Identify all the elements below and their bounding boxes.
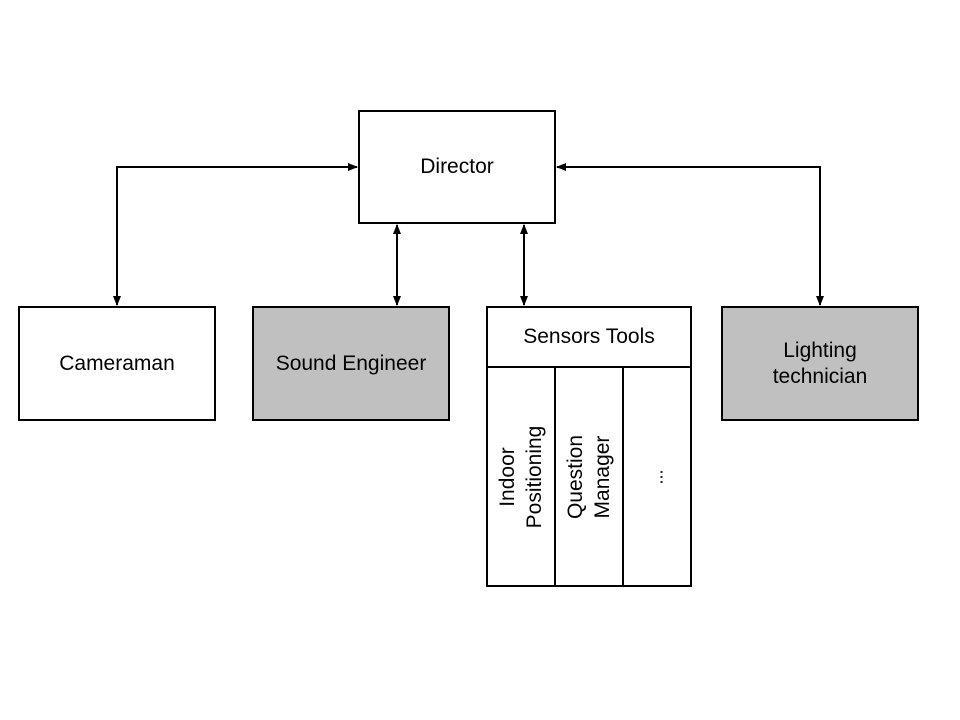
sensors-tools-header: Sensors Tools <box>486 306 692 368</box>
arrow-director-lighting-technician <box>556 163 824 306</box>
sound-engineer-box: Sound Engineer <box>252 306 450 421</box>
cameraman-label: Cameraman <box>59 351 175 375</box>
sound-engineer-label: Sound Engineer <box>275 351 427 375</box>
question-manager-line1: Question <box>564 434 587 519</box>
sensors-tools-label: Sensors Tools <box>523 325 655 348</box>
cameraman-box: Cameraman <box>18 306 216 421</box>
sensors-tool-indoor-positioning: Indoor Positioning <box>486 366 556 587</box>
lighting-technician-box: Lighting technician <box>721 306 919 421</box>
indoor-positioning-line2: Positioning <box>523 425 546 528</box>
question-manager-label: Question Manager <box>562 434 616 518</box>
lighting-technician-line1: Lighting <box>783 338 857 362</box>
more-tools-ellipsis: ... <box>646 468 667 485</box>
sensors-tool-question-manager: Question Manager <box>554 366 624 587</box>
question-manager-line2: Manager <box>591 435 614 518</box>
director-label: Director <box>420 155 494 178</box>
indoor-positioning-line1: Indoor <box>496 446 519 507</box>
arrow-director-cameraman <box>113 163 358 306</box>
lighting-technician-line2: technician <box>772 364 868 388</box>
indoor-positioning-label: Indoor Positioning <box>494 425 548 528</box>
director-box: Director <box>358 110 556 224</box>
sensors-tool-more: ... <box>622 366 692 587</box>
